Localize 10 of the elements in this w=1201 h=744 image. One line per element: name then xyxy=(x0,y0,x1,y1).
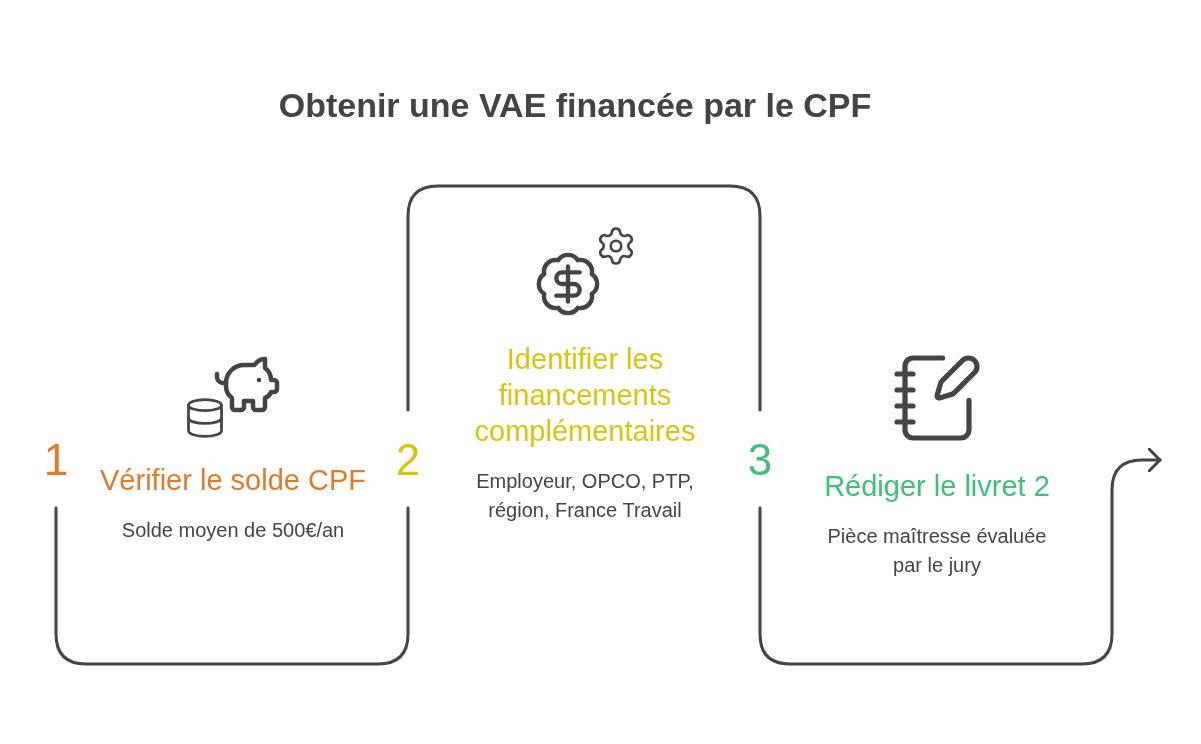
diagram-title: Obtenir une VAE financée par le CPF xyxy=(277,85,873,126)
step-number: 3 xyxy=(746,434,774,486)
step-description: Pièce maîtresse évaluée par le jury xyxy=(826,524,1048,578)
step-description: Solde moyen de 500€/an xyxy=(120,518,346,543)
step-heading: Rédiger le livret 2 xyxy=(823,469,1051,504)
step-number: 2 xyxy=(394,434,422,486)
step-heading: Vérifier le solde CPF xyxy=(99,463,367,498)
step-number: 1 xyxy=(42,434,70,486)
step-heading: Identifier les financements complémentaires xyxy=(473,342,697,449)
step-description: Employeur, OPCO, PTP, région, France Travail xyxy=(475,469,695,523)
